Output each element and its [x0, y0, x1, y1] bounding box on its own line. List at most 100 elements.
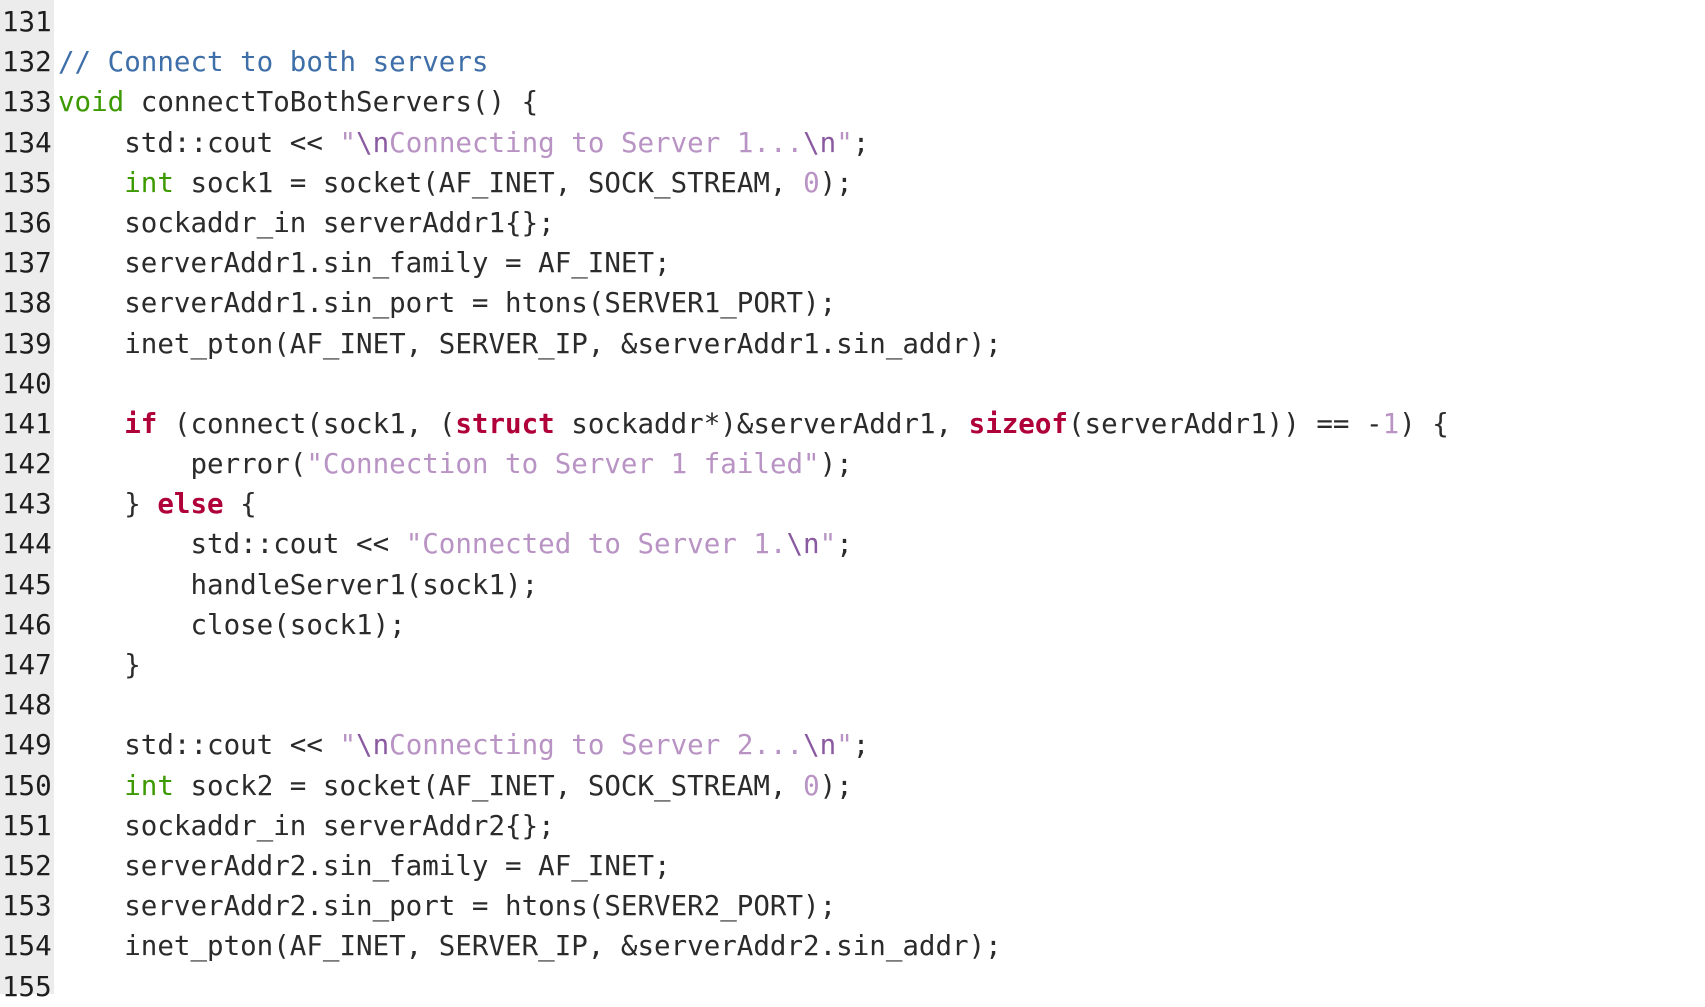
code-token: ; [852, 729, 870, 762]
code-token: // Connect to both servers [58, 46, 489, 79]
code-line[interactable]: handleServer1(sock1); [58, 565, 1705, 605]
code-line[interactable]: inet_pton(AF_INET, SERVER_IP, &serverAdd… [58, 926, 1705, 966]
code-token: else [157, 488, 224, 521]
code-line[interactable]: std::cout << "Connected to Server 1.\n"; [58, 524, 1705, 564]
code-line[interactable] [58, 2, 1705, 42]
code-token: 0 [803, 166, 820, 199]
code-line[interactable]: void connectToBothServers() { [58, 82, 1705, 122]
code-token: sizeof [968, 407, 1068, 440]
code-token: int [124, 166, 174, 199]
line-number: 142 [2, 448, 52, 481]
line-number: 131 [2, 6, 52, 38]
code-token [58, 167, 124, 199]
code-line[interactable]: // Connect to both servers [58, 42, 1705, 82]
code-token: " [339, 729, 357, 762]
code-token: std::cout << [58, 528, 406, 561]
code-line[interactable]: std::cout << "\nConnecting to Server 1..… [58, 123, 1705, 163]
code-line[interactable]: int sock1 = socket(AF_INET, SOCK_STREAM,… [58, 163, 1705, 203]
code-token: handleServer1(sock1); [58, 568, 539, 601]
code-token: perror( [58, 448, 307, 481]
line-number: 144 [2, 528, 52, 561]
code-token [58, 770, 124, 802]
code-token: \n [803, 126, 837, 159]
code-token: " [819, 528, 837, 561]
code-token: Connecting to Server 2... [389, 729, 804, 762]
line-number: 148 [2, 689, 52, 722]
code-token: Connecting to Server 1... [389, 126, 804, 159]
code-line[interactable]: } [58, 645, 1705, 685]
code-token: inet_pton(AF_INET, SERVER_IP, &serverAdd… [58, 930, 1002, 963]
code-line[interactable] [58, 364, 1705, 404]
code-token: \n [356, 729, 390, 762]
code-token: (serverAddr1)) == - [1067, 407, 1383, 440]
code-token: sock2 = socket(AF_INET, SOCK_STREAM, [173, 769, 804, 802]
line-number: 143 [2, 488, 52, 521]
line-number: 147 [2, 649, 52, 681]
code-token: serverAddr2.sin_port = htons(SERVER2_POR… [58, 890, 837, 923]
line-number: 133 [2, 86, 52, 119]
code-token: ) { [1399, 407, 1449, 440]
code-token: \n [356, 126, 390, 159]
line-number: 153 [2, 890, 52, 923]
code-line[interactable]: if (connect(sock1, (struct sockaddr*)&se… [58, 404, 1705, 444]
code-token: ); [819, 166, 853, 199]
code-line[interactable]: sockaddr_in serverAddr2{}; [58, 806, 1705, 846]
code-line[interactable] [58, 685, 1705, 725]
line-number: 141 [2, 407, 52, 440]
code-token: ); [819, 448, 853, 481]
line-number: 145 [2, 568, 52, 601]
code-token: } [58, 488, 158, 521]
code-token: ; [836, 528, 853, 561]
line-number: 137 [2, 247, 52, 280]
code-line[interactable]: serverAddr2.sin_family = AF_INET; [58, 846, 1705, 886]
line-number: 140 [2, 367, 52, 400]
code-line[interactable]: inet_pton(AF_INET, SERVER_IP, &serverAdd… [58, 324, 1705, 364]
code-token: " [339, 126, 357, 159]
code-line[interactable]: close(sock1); [58, 605, 1705, 645]
code-token: 0 [803, 769, 820, 802]
code-token: " [836, 729, 853, 762]
code-token: connectToBothServers() { [124, 86, 539, 119]
code-token: struct [455, 407, 555, 440]
code-token: std::cout << [58, 126, 340, 159]
code-token: } [58, 649, 141, 681]
line-number: 152 [2, 849, 52, 882]
code-token: \n [786, 528, 820, 561]
code-line[interactable]: serverAddr1.sin_family = AF_INET; [58, 243, 1705, 283]
code-line[interactable]: sockaddr_in serverAddr1{}; [58, 203, 1705, 243]
code-line[interactable]: std::cout << "\nConnecting to Server 2..… [58, 725, 1705, 765]
line-number: 134 [2, 126, 52, 159]
code-token: if [124, 407, 158, 440]
code-line[interactable]: } else { [58, 484, 1705, 524]
line-number: 154 [2, 930, 52, 963]
line-number: 136 [2, 206, 52, 239]
code-line[interactable] [58, 967, 1705, 1007]
code-token: serverAddr1.sin_family = AF_INET; [58, 247, 671, 280]
code-line[interactable]: perror("Connection to Server 1 failed"); [58, 444, 1705, 484]
code-token: void [58, 86, 125, 119]
code-token: serverAddr1.sin_port = htons(SERVER1_POR… [58, 287, 837, 320]
code-token: 1 [1382, 407, 1400, 440]
code-token: { [223, 488, 257, 521]
code-token: "Connection to Server 1 failed" [306, 448, 820, 481]
code-line[interactable]: serverAddr1.sin_port = htons(SERVER1_POR… [58, 283, 1705, 323]
code-token: ); [819, 769, 853, 802]
line-number: 149 [2, 729, 52, 762]
code-token [58, 408, 124, 440]
line-number: 146 [2, 608, 52, 641]
code-line[interactable]: serverAddr2.sin_port = htons(SERVER2_POR… [58, 886, 1705, 926]
code-token: (connect(sock1, ( [157, 407, 456, 440]
code-token: sockaddr*)&serverAddr1, [554, 407, 969, 440]
line-number: 155 [2, 970, 52, 1003]
code-token: ; [852, 126, 870, 159]
code-token: int [124, 769, 174, 802]
code-token: sockaddr_in serverAddr2{}; [58, 809, 555, 842]
code-token: " [836, 126, 853, 159]
code-token: "Connected to Server 1. [405, 528, 787, 561]
code-token: inet_pton(AF_INET, SERVER_IP, &serverAdd… [58, 327, 1002, 360]
line-number: 139 [2, 327, 52, 360]
code-line[interactable]: int sock2 = socket(AF_INET, SOCK_STREAM,… [58, 766, 1705, 806]
